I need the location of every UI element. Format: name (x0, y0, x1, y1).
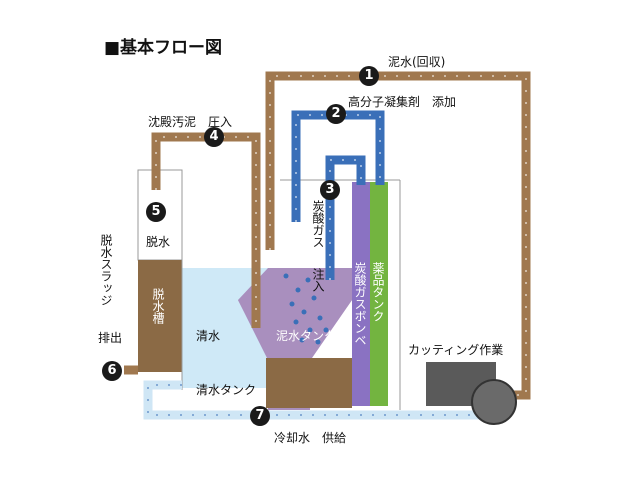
step-badge-6: 6 (102, 361, 122, 381)
label-cooling: 冷却水 供給 (274, 431, 347, 445)
label-mud-recovery: 泥水(回収) (388, 55, 446, 69)
label-chem-tank: 薬品タンク (371, 262, 385, 322)
label-mud-tank: 泥水タンク (276, 329, 337, 343)
step-badge-5: 5 (146, 202, 166, 222)
label-polymer-add: 高分子凝集剤 添加 (348, 95, 457, 109)
mud-tank-cone (238, 300, 352, 358)
co2-cylinder (352, 182, 370, 406)
step-badge-2: 2 (326, 104, 346, 124)
label-dewater: 脱水 (146, 235, 171, 249)
label-inject: 注入 (311, 268, 325, 292)
mud-sludge-bottom (266, 358, 352, 408)
step-badge-1: 1 (359, 66, 379, 86)
label-sludge-press: 沈殿汚泥 圧入 (148, 115, 233, 129)
step-badge-3: 3 (320, 180, 340, 200)
diagram-title: ■基本フロー図 (104, 38, 223, 58)
label-clear-water: 清水 (196, 329, 221, 343)
label-co2-cylinder: 炭酸ガスボンベ (353, 262, 367, 346)
step-badge-7: 7 (250, 406, 270, 426)
label-co2: 炭酸ガス (311, 200, 325, 248)
label-discharge: 排出 (98, 331, 123, 345)
step-badge-4: 4 (204, 127, 224, 147)
label-clear-tank: 清水タンク (196, 383, 257, 397)
label-dewater-tank: 脱水槽 (151, 288, 165, 324)
chem-tank (370, 182, 388, 406)
dewater-tank-sludge (138, 260, 182, 372)
label-sludge-discharge: 脱水スラッジ (99, 234, 113, 306)
bubbles (283, 273, 329, 345)
label-cutting: カッティング作業 (408, 343, 504, 357)
cutting-wheel (471, 379, 517, 425)
